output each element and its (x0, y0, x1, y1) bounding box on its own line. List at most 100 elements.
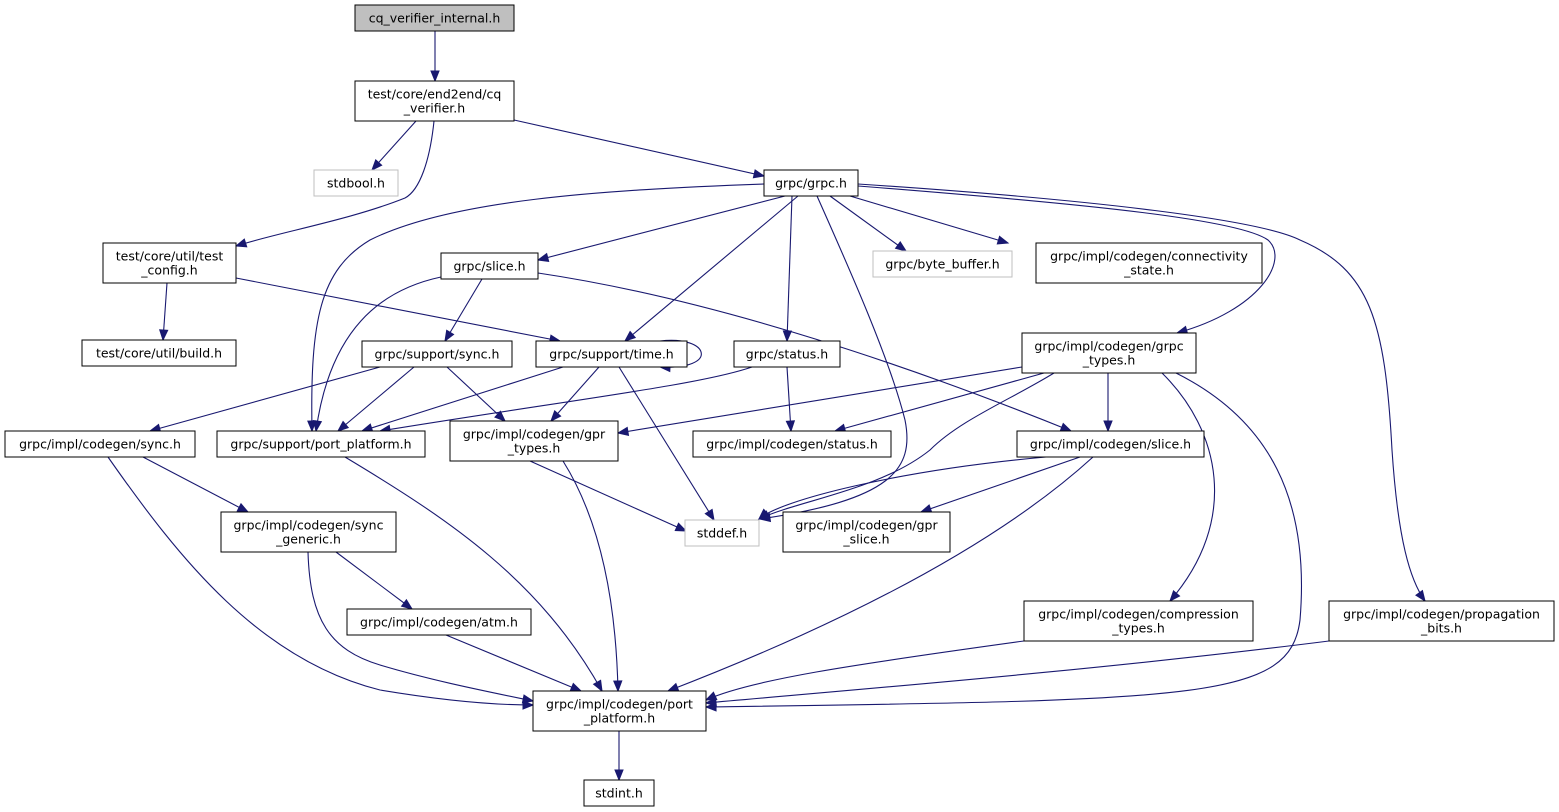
node-cgstatus[interactable]: grpc/impl/codegen/status.h (692, 430, 892, 458)
node-label: _types.h (507, 441, 561, 456)
node-testcfg[interactable]: test/core/util/test_config.h (102, 242, 237, 284)
arrowhead-icon (623, 330, 637, 342)
node-box (81, 339, 237, 367)
arrowhead-icon (614, 769, 624, 782)
node-gprtypes[interactable]: grpc/impl/codegen/gpr_types.h (449, 420, 619, 462)
edge-slice-to-cgslice (537, 272, 1073, 432)
node-box (1328, 600, 1555, 642)
edge-atm-to-cgport (445, 634, 583, 692)
edge-line (705, 372, 1303, 708)
node-box (684, 519, 760, 547)
edge-line (444, 278, 483, 342)
node-box (4, 430, 196, 458)
node-label: _verifier.h (403, 101, 465, 116)
node-cgport[interactable]: grpc/impl/codegen/port_platform.h (532, 690, 707, 732)
node-sync[interactable]: grpc/support/sync.h (361, 340, 513, 368)
node-box (872, 250, 1013, 278)
edge-cgslice-to-gprslice (919, 456, 1081, 514)
node-portplat[interactable]: grpc/support/port_platform.h (216, 430, 426, 458)
node-label: test/core/end2end/cq (368, 87, 502, 102)
node-box (583, 779, 655, 807)
node-label: grpc/impl/codegen/gpr (463, 427, 606, 442)
node-status[interactable]: grpc/status.h (733, 340, 841, 368)
arrowhead-icon (521, 694, 535, 704)
node-label: grpc/impl/codegen/compression (1038, 607, 1239, 622)
node-label: _generic.h (275, 532, 341, 547)
node-cgslice[interactable]: grpc/impl/codegen/slice.h (1016, 430, 1205, 458)
node-box (1021, 332, 1197, 374)
edge-line (361, 366, 564, 432)
edge-line (857, 185, 1276, 334)
edge-line (149, 366, 381, 432)
arrowhead-icon (236, 502, 250, 513)
node-propbits[interactable]: grpc/impl/codegen/propagation_bits.h (1328, 600, 1555, 642)
edge-line (550, 366, 600, 422)
arrowhead-icon (919, 504, 933, 514)
arrowhead-icon (550, 410, 562, 423)
edge-grpc-to-time (623, 195, 799, 342)
node-label: grpc/support/port_platform.h (230, 437, 411, 452)
arrowhead-icon (666, 682, 680, 692)
node-box (354, 80, 515, 122)
node-syncgen[interactable]: grpc/impl/codegen/sync_generic.h (220, 511, 397, 553)
edge-root-to-cqv (430, 31, 440, 83)
edge-cgsync-to-syncgen (142, 456, 250, 513)
edge-line (315, 276, 442, 432)
edge-line (834, 372, 1045, 432)
node-label: cq_verifier_internal.h (369, 11, 501, 26)
arrowhead-icon (592, 679, 603, 693)
node-build[interactable]: test/core/util/build.h (81, 339, 237, 367)
edge-grpctypes-to-cgstatus (833, 372, 1045, 433)
node-label: grpc/impl/codegen/port (546, 697, 693, 712)
node-grpctypes[interactable]: grpc/impl/codegen/grpc_types.h (1021, 332, 1197, 374)
edge-line (445, 634, 582, 692)
edge-line (513, 119, 765, 177)
node-atm[interactable]: grpc/impl/codegen/atm.h (346, 608, 532, 636)
node-label: grpc/impl/codegen/slice.h (1030, 437, 1191, 452)
node-cqv[interactable]: test/core/end2end/cq_verifier.h (354, 80, 515, 122)
arrowhead-icon (704, 508, 715, 522)
node-box (220, 511, 397, 553)
node-label: grpc/impl/codegen/grpc (1034, 339, 1183, 354)
node-root[interactable]: cq_verifier_internal.h (354, 4, 515, 32)
node-label: _types.h (1082, 353, 1136, 368)
node-label: grpc/impl/codegen/sync (234, 518, 384, 533)
node-box (692, 430, 892, 458)
node-box (1016, 430, 1205, 458)
edge-time-to-gprtypes (550, 366, 600, 423)
node-stdint[interactable]: stdint.h (583, 779, 655, 807)
node-comptypes[interactable]: grpc/impl/codegen/compression_types.h (1023, 600, 1254, 642)
arrowhead-icon (996, 235, 1010, 245)
edge-grpc-to-bytebuf (829, 195, 908, 252)
edge-line (335, 551, 413, 610)
node-label: _state.h (1123, 263, 1174, 278)
edge-line (759, 195, 908, 520)
node-label: grpc/status.h (746, 347, 828, 362)
node-box (361, 340, 513, 368)
edge-cqv-to-testcfg (234, 120, 435, 248)
edge-status-to-cgstatus (785, 366, 796, 433)
node-connstate[interactable]: grpc/impl/codegen/connectivity_state.h (1035, 242, 1263, 284)
edge-line (537, 195, 786, 261)
node-box (449, 420, 619, 462)
node-gprslice[interactable]: grpc/impl/codegen/gpr_slice.h (782, 511, 951, 553)
node-slice[interactable]: grpc/slice.h (440, 252, 539, 280)
node-box (216, 430, 426, 458)
node-cgsync[interactable]: grpc/impl/codegen/sync.h (4, 430, 196, 458)
edge-syncgen-to-atm (335, 551, 414, 610)
edge-line (537, 272, 1072, 432)
edge-line (705, 640, 1330, 704)
arrowhead-icon (444, 329, 455, 343)
edge-time-to-portplat (360, 366, 564, 433)
edge-cqv-to-grpc (513, 119, 766, 179)
edge-line (617, 366, 1023, 434)
edge-line (667, 456, 1094, 692)
node-label: stddef.h (697, 526, 747, 541)
arrowhead-icon (234, 238, 248, 248)
edge-propbits-to-cgport (704, 640, 1330, 707)
edge-line (829, 195, 907, 252)
node-grpc[interactable]: grpc/grpc.h (763, 169, 859, 197)
edge-grpc-to-connstate (849, 195, 1010, 245)
edge-sync-to-gprtypes (446, 366, 506, 422)
node-time[interactable]: grpc/support/time.h (535, 340, 688, 368)
